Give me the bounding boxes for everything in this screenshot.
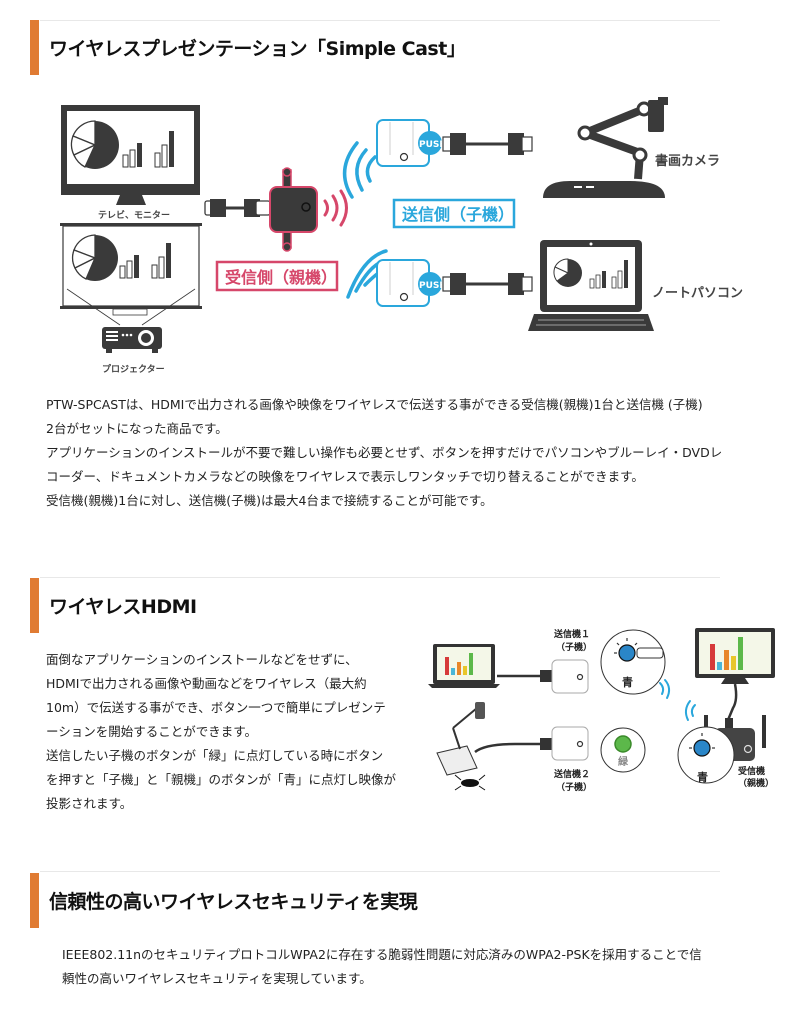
paragraph-line: HDMIで出力される画像や動画などをワイヤレス（最大約 [46, 676, 367, 691]
paragraph-line: IEEE802.11nのセキュリティプロトコルWPA2に存在する脆弱性問題に対応… [62, 947, 702, 962]
laptop-label: ノートパソコン [652, 286, 743, 301]
sender-signal-icon [342, 141, 377, 199]
tv-label: テレビ、モニター [98, 209, 170, 221]
paragraph-line: ーションを開始することができます。 [46, 724, 258, 739]
paragraph-line: 10m）で伝送する事ができ、ボタン一つで簡単にプレゼンテ [46, 700, 386, 715]
receiver-label: 受信側（親機） [225, 268, 337, 287]
insect-icon [454, 774, 486, 791]
sender-device-icon: PUSH [376, 119, 447, 167]
paragraph-line: 頼性の高いワイヤレスセキュリティを実現しています。 [62, 971, 372, 986]
push-label: PUSH [419, 281, 447, 291]
hdmi-cable-icon [442, 133, 533, 155]
receiver-sub-label: （親機） [738, 777, 774, 789]
section-heading-wireless-hdmi: ワイヤレスHDMI [30, 578, 197, 633]
laptop-icon [428, 644, 500, 688]
heading-accent-bar [30, 873, 39, 928]
signal-icon [659, 679, 696, 721]
sender1-label: 送信機１ [553, 628, 590, 640]
tv-monitor-icon [61, 105, 200, 205]
wireless-hdmi-diagram: 送信機１ （子機） 青 送信機２ （子機） 緑 [428, 628, 775, 793]
blue-led-bubble [600, 629, 666, 695]
section-divider [40, 577, 720, 578]
sender-label: 送信側（子機） [401, 205, 514, 224]
paragraph-line: 2台がセットになった商品です。 [46, 421, 228, 436]
paragraph-line: コーダー、ドキュメントカメラなどの映像をワイヤレスで表示しワンタッチで切り替える… [46, 469, 644, 484]
simple-cast-diagram: テレビ、モニター プロジェクター [60, 97, 743, 375]
receiver-signal-icon [323, 189, 348, 227]
sender1-sub-label: （子機） [556, 641, 592, 653]
paragraph-line: アプリケーションのインストールが不要で難しい操作も必要とせず、ボタンを押すだけで… [46, 445, 723, 460]
section-body-security: IEEE802.11nのセキュリティプロトコルWPA2に存在する脆弱性問題に対応… [62, 943, 782, 991]
sender1-device-icon [551, 659, 589, 694]
sender-device-icon: PUSH [376, 259, 447, 307]
receiver-label: 受信機 [738, 765, 765, 777]
blue-led-bubble [677, 726, 735, 784]
heading-accent-bar [30, 20, 39, 75]
section-divider [40, 871, 720, 872]
projector-icon [102, 327, 162, 353]
blue-led-label: 青 [622, 675, 633, 689]
laptop-icon [528, 240, 654, 331]
sender2-sub-label: （子機） [556, 781, 592, 793]
paragraph-line: 受信機(親機)1台に対し、送信機(子機)は最大4台まで接続することが可能です。 [46, 493, 493, 508]
section-body-wireless-hdmi: 面倒なアプリケーションのインストールなどをせずに、 HDMIで出力される画像や動… [46, 648, 416, 816]
projector-label: プロジェクター [102, 363, 165, 375]
section-title: ワイヤレスHDMI [49, 596, 197, 618]
section-divider [40, 20, 720, 21]
section-body-simple-cast: PTW-SPCASTは、HDMIで出力される画像や映像をワイヤレスで伝送する事が… [46, 393, 776, 513]
paragraph-line: 面倒なアプリケーションのインストールなどをせずに、 [46, 652, 358, 667]
section-heading-security: 信頼性の高いワイヤレスセキュリティを実現 [30, 873, 418, 928]
hdmi-cable-icon [204, 199, 271, 217]
paragraph-line: 送信したい子機のボタンが「緑」に点灯している時にボタン [46, 748, 384, 763]
green-led-bubble [600, 727, 646, 773]
projector-screen-icon [60, 223, 202, 326]
sender2-device-icon [551, 726, 589, 761]
heading-accent-bar [30, 578, 39, 633]
section-title: 信頼性の高いワイヤレスセキュリティを実現 [49, 891, 418, 913]
receiver-device-icon [269, 167, 318, 252]
sender2-label: 送信機２ [553, 768, 590, 780]
hdmi-cable-icon [442, 273, 533, 295]
receiver-blue-led-label: 青 [697, 770, 708, 784]
push-label: PUSH [419, 140, 447, 150]
section-heading-simple-cast: ワイヤレスプレゼンテーション「Simple Cast」 [30, 20, 466, 75]
document-camera-label: 書画カメラ [655, 153, 720, 169]
document-camera-icon [436, 702, 485, 776]
paragraph-line: PTW-SPCASTは、HDMIで出力される画像や映像をワイヤレスで伝送する事が… [46, 397, 703, 412]
green-led-label: 緑 [618, 755, 629, 768]
section-title: ワイヤレスプレゼンテーション「Simple Cast」 [49, 38, 466, 60]
paragraph-line: 投影されます。 [46, 796, 133, 811]
tv-monitor-icon [695, 628, 775, 684]
document-camera-icon [543, 97, 668, 198]
paragraph-line: を押すと「子機」と「親機」のボタンが「青」に点灯し映像が [46, 772, 397, 787]
